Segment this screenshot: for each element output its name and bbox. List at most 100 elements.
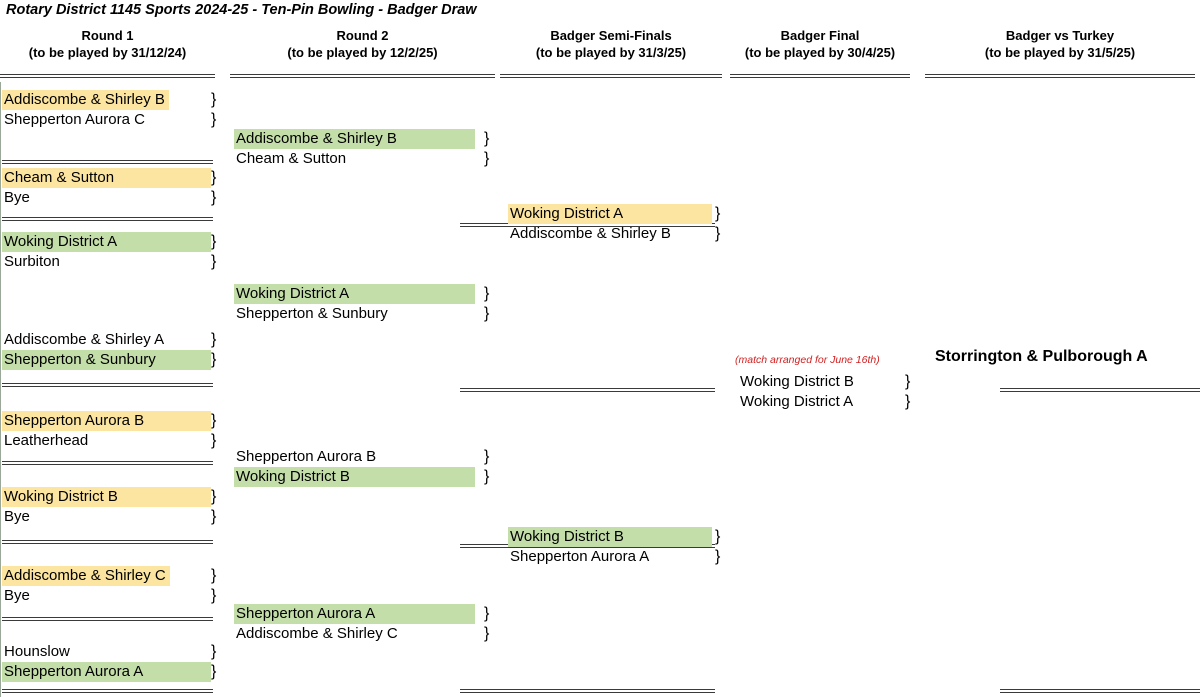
group-separator <box>460 689 715 693</box>
column-title: Badger Final <box>780 28 860 43</box>
match-row: Woking District A } Addiscombe & Shirley… <box>508 204 730 244</box>
team-name: Shepperton Aurora A <box>510 548 650 565</box>
brace-icon: } <box>211 587 217 604</box>
team-row: Cheam & Sutton } <box>2 168 217 188</box>
team-row: Shepperton Aurora B } <box>234 447 499 467</box>
team-name: Surbiton <box>4 253 60 270</box>
brace-icon: } <box>484 305 490 322</box>
column-title: Round 2 <box>336 28 389 43</box>
match-row: Shepperton Aurora B } Leatherhead } <box>2 411 216 451</box>
column-deadline: (to be played by 31/12/24) <box>28 45 187 60</box>
team-row: Woking District A } <box>2 232 217 252</box>
match-row: Woking District A } Surbiton } <box>2 232 217 272</box>
team-row: Addiscombe & Shirley C } <box>2 566 216 586</box>
brace-icon: } <box>211 91 217 108</box>
team-row: Shepperton Aurora B } <box>2 411 216 431</box>
group-separator <box>2 383 213 387</box>
team-name: Addiscombe & Shirley B <box>510 225 671 242</box>
team-name: Shepperton Aurora A <box>234 604 475 624</box>
brace-icon: } <box>211 189 217 206</box>
team-row: Leatherhead } <box>2 431 216 451</box>
header-rule <box>500 74 722 78</box>
column-title: Round 1 <box>81 28 134 43</box>
group-separator <box>2 217 213 221</box>
brace-icon: } <box>211 331 217 348</box>
match-row: Hounslow } Shepperton Aurora A } <box>2 642 217 682</box>
brace-icon: } <box>715 528 721 545</box>
team-name: Woking District A <box>234 284 475 304</box>
match-row: Woking District B } Woking District A } <box>738 372 918 412</box>
match-row: Woking District B } Shepperton Aurora A … <box>508 527 730 567</box>
team-name: Shepperton Aurora C <box>4 111 145 128</box>
team-row: Shepperton & Sunbury } <box>2 350 217 370</box>
team-name: Leatherhead <box>4 432 89 449</box>
team-row: Shepperton Aurora A } <box>508 547 730 567</box>
column-header-badger-vs-turkey: Badger vs Turkey (to be played by 31/5/2… <box>925 27 1195 61</box>
column-round-2: Round 2 (to be played by 12/2/25) Addisc… <box>230 0 715 697</box>
team-row: Bye } <box>2 586 217 606</box>
header-rule <box>925 74 1195 78</box>
match-row: Addiscombe & Shirley B } Shepperton Auro… <box>2 90 217 130</box>
column-header-badger-final: Badger Final (to be played by 30/4/25) <box>730 27 910 61</box>
team-name: Shepperton & Sunbury <box>236 305 388 322</box>
brace-icon: } <box>211 351 217 368</box>
column-round-1: Round 1 (to be played by 31/12/24) Addis… <box>0 0 217 697</box>
brace-icon: } <box>905 373 911 390</box>
team-row: Surbiton } <box>2 252 217 272</box>
group-separator <box>2 689 213 693</box>
column-deadline: (to be played by 31/5/25) <box>984 45 1136 60</box>
team-row: Woking District A } <box>508 204 730 224</box>
team-row: Woking District B } <box>2 487 217 507</box>
match-row: Addiscombe & Shirley B } Cheam & Sutton … <box>234 129 499 169</box>
match-row: Cheam & Sutton } Bye } <box>2 168 217 208</box>
team-name: Woking District B <box>234 467 475 487</box>
team-row: Cheam & Sutton } <box>234 149 499 169</box>
brace-icon: } <box>715 548 721 565</box>
brace-icon: } <box>211 643 217 660</box>
team-row: Addiscombe & Shirley B } <box>234 129 499 149</box>
team-name: Addiscombe & Shirley C <box>236 625 398 642</box>
brace-icon: } <box>211 169 217 186</box>
brace-icon: } <box>211 233 217 250</box>
column-badger-final: Badger Final (to be played by 30/4/25) (… <box>730 0 910 697</box>
brace-icon: } <box>715 225 721 242</box>
column-deadline: (to be played by 12/2/25) <box>287 45 438 60</box>
team-row: Bye } <box>2 507 217 527</box>
team-name: Woking District B <box>508 527 712 547</box>
brace-icon: } <box>211 253 217 270</box>
team-name: Bye <box>4 508 30 525</box>
match-row: Addiscombe & Shirley A } Shepperton & Su… <box>2 330 217 370</box>
team-row: Shepperton & Sunbury } <box>234 304 499 324</box>
column-title: Badger Semi-Finals <box>550 28 672 43</box>
group-separator <box>2 160 213 164</box>
column-edge-line <box>0 82 1 697</box>
brace-icon: } <box>211 508 217 525</box>
team-name: Woking District A <box>2 232 211 252</box>
brace-icon: } <box>211 488 217 505</box>
group-separator <box>1000 689 1200 693</box>
team-name: Bye <box>4 189 30 206</box>
brace-icon: } <box>484 130 490 147</box>
team-row: Woking District A } <box>738 392 918 412</box>
page-title: Rotary District 1145 Sports 2024-25 - Te… <box>6 2 477 18</box>
match-row: Shepperton Aurora A } Addiscombe & Shirl… <box>234 604 499 644</box>
team-name: Addiscombe & Shirley B <box>234 129 475 149</box>
team-row: Addiscombe & Shirley B } <box>2 90 217 110</box>
header-rule <box>0 74 215 78</box>
final-match-note: (match arranged for June 16th) <box>735 354 880 366</box>
team-name: Woking District A <box>740 393 854 410</box>
column-semi-finals: Badger Semi-Finals (to be played by 31/3… <box>500 0 1200 697</box>
column-badger-vs-turkey: Badger vs Turkey (to be played by 31/5/2… <box>925 0 1195 697</box>
brace-icon: } <box>484 448 490 465</box>
brace-icon: } <box>211 663 217 680</box>
team-name: Addiscombe & Shirley B <box>2 90 169 110</box>
team-row: Shepperton Aurora A } <box>234 604 499 624</box>
brace-icon: } <box>484 468 490 485</box>
team-row: Woking District B } <box>508 527 730 547</box>
group-separator <box>2 617 213 621</box>
header-rule <box>230 74 495 78</box>
team-row: Addiscombe & Shirley A } <box>2 330 217 350</box>
team-name: Addiscombe & Shirley A <box>4 331 165 348</box>
brace-icon: } <box>905 393 911 410</box>
team-name: Bye <box>4 587 30 604</box>
